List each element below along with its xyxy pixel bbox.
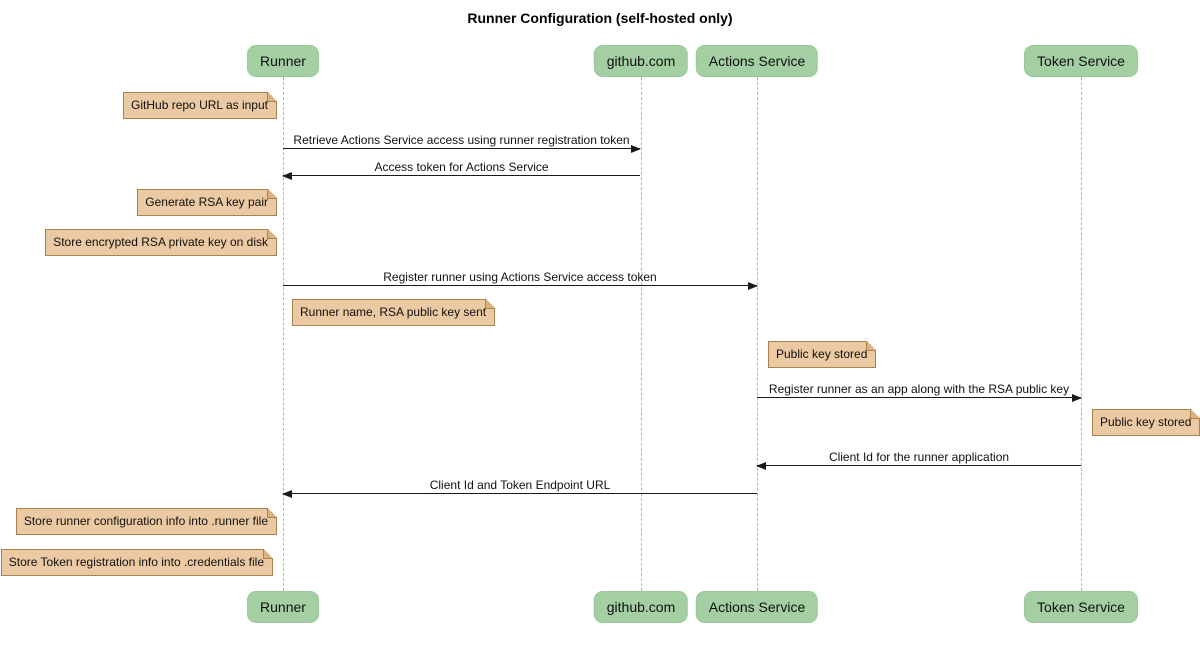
message-access-token: Access token for Actions Service <box>282 160 640 180</box>
message-client-id: Client Id for the runner application <box>756 450 1081 470</box>
arrowhead-right-icon <box>1072 394 1082 402</box>
arrowhead-right-icon <box>631 145 641 153</box>
note-github-repo-url: GitHub repo URL as input <box>123 92 277 119</box>
message-label: Register runner as an app along with the… <box>768 382 1070 396</box>
note-runner-name-sent: Runner name, RSA public key sent <box>292 299 496 326</box>
lifeline-runner <box>283 77 284 591</box>
participant-token-service-bottom: Token Service <box>1024 591 1138 623</box>
participant-runner-bottom: Runner <box>247 591 319 623</box>
message-label: Access token for Actions Service <box>374 160 549 174</box>
arrowhead-left-icon <box>282 172 292 180</box>
participant-github-top: github.com <box>593 45 689 77</box>
message-label: Register runner using Actions Service ac… <box>383 270 657 284</box>
participant-runner-top: Runner <box>247 45 319 77</box>
message-label: Client Id and Token Endpoint URL <box>429 478 611 492</box>
participant-github-bottom: github.com <box>593 591 689 623</box>
message-label: Retrieve Actions Service access using ru… <box>293 133 630 147</box>
arrowhead-left-icon <box>282 490 292 498</box>
note-store-runner-config: Store runner configuration info into .ru… <box>15 508 278 535</box>
arrowhead-left-icon <box>756 462 766 470</box>
participant-actions-service-bottom: Actions Service <box>695 591 819 623</box>
message-register-app: Register runner as an app along with the… <box>757 382 1082 402</box>
arrowhead-right-icon <box>748 282 758 290</box>
note-store-token-registration: Store Token registration info into .cred… <box>0 549 274 576</box>
message-register-runner: Register runner using Actions Service ac… <box>283 270 758 290</box>
note-generate-rsa-key-pair: Generate RSA key pair <box>137 189 277 216</box>
diagram-title: Runner Configuration (self-hosted only) <box>467 10 733 26</box>
message-label: Client Id for the runner application <box>828 450 1010 464</box>
message-client-id-endpoint: Client Id and Token Endpoint URL <box>282 478 757 498</box>
message-retrieve-actions-access: Retrieve Actions Service access using ru… <box>283 133 641 153</box>
note-store-encrypted-key: Store encrypted RSA private key on disk <box>45 229 277 256</box>
note-public-key-stored-token: Public key stored <box>1092 409 1200 436</box>
participant-actions-service-top: Actions Service <box>695 45 819 77</box>
lifeline-github <box>641 77 642 591</box>
lifeline-token-service <box>1081 77 1082 591</box>
participant-token-service-top: Token Service <box>1024 45 1138 77</box>
note-public-key-stored-actions: Public key stored <box>768 341 877 368</box>
lifeline-actions-service <box>757 77 758 591</box>
